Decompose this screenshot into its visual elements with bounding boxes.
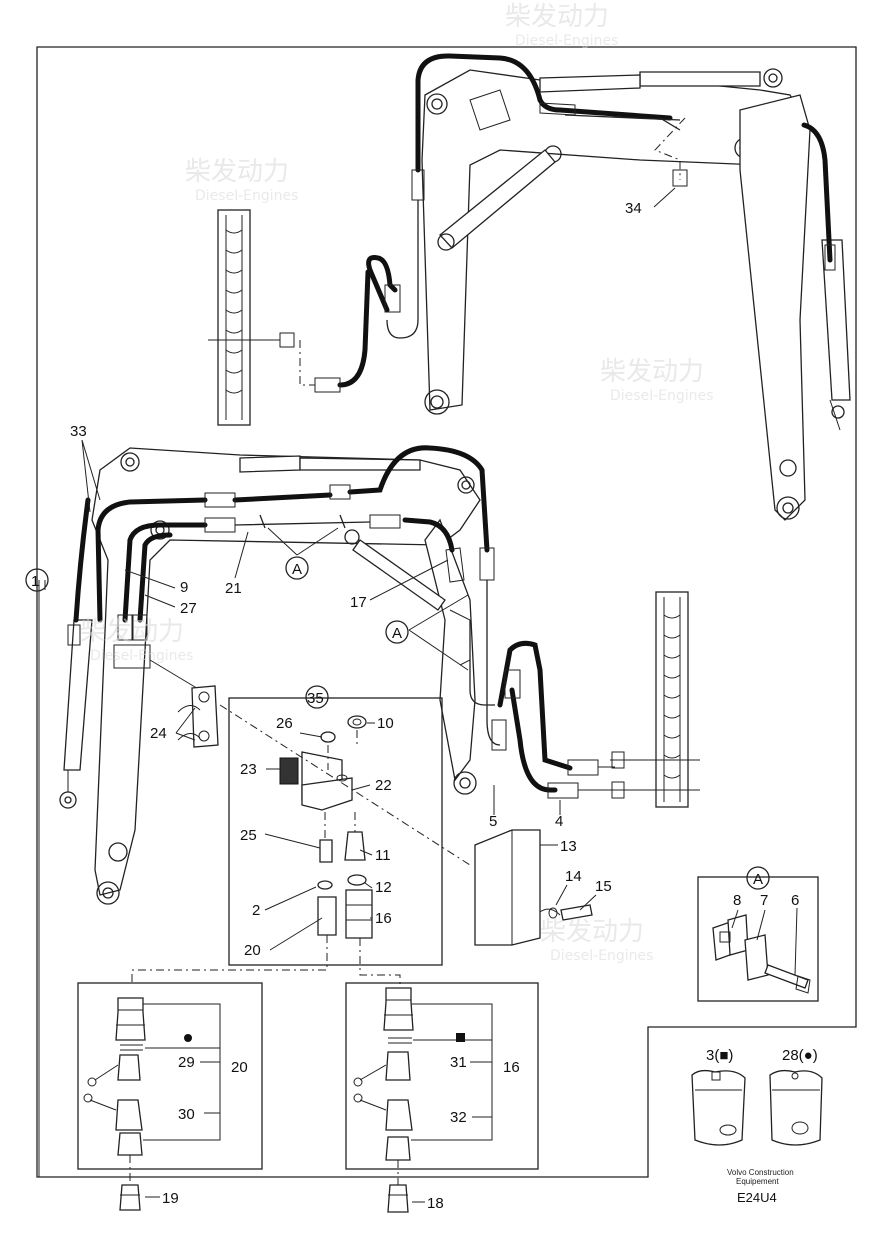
label-a1: A bbox=[292, 561, 302, 578]
brand-line-1: Volvo Construction bbox=[727, 1168, 794, 1177]
label-29: 29 bbox=[178, 1054, 195, 1071]
diagram-frame bbox=[36, 46, 857, 1178]
label-16: 16 bbox=[375, 910, 392, 927]
watermark-en-1: Diesel-Engines bbox=[515, 33, 618, 49]
detail-box-35 bbox=[131, 697, 471, 985]
label-1: 1 bbox=[31, 573, 39, 590]
label-5: 5 bbox=[489, 813, 497, 830]
label-14: 14 bbox=[565, 868, 582, 885]
label-a2: A bbox=[392, 625, 402, 642]
brand-line-2: Equipement bbox=[736, 1177, 779, 1186]
watermark-en-5: Diesel-Engines bbox=[550, 948, 653, 964]
watermark-cn-1: 柴发动力 bbox=[505, 2, 609, 32]
label-3: 3(■) bbox=[706, 1047, 733, 1064]
label-13: 13 bbox=[560, 838, 577, 855]
grease-bag-28 bbox=[769, 1069, 823, 1146]
bracket-13 bbox=[474, 829, 593, 946]
clamp-strip-upper bbox=[208, 209, 295, 426]
watermark: 柴发动力 Diesel-Engines 柴发动力 Diesel-Engines … bbox=[80, 2, 713, 964]
label-28: 28(●) bbox=[782, 1047, 818, 1064]
label-9: 9 bbox=[180, 579, 188, 596]
watermark-en-2: Diesel-Engines bbox=[195, 188, 298, 204]
label-4: 4 bbox=[555, 813, 563, 830]
lower-boom-assembly bbox=[59, 445, 625, 905]
label-15: 15 bbox=[595, 878, 612, 895]
coupling-box-right bbox=[345, 982, 539, 1213]
label-a3: A bbox=[753, 871, 763, 888]
label-25: 25 bbox=[240, 827, 257, 844]
label-27: 27 bbox=[180, 600, 197, 617]
label-12: 12 bbox=[375, 879, 392, 896]
label-7: 7 bbox=[760, 892, 768, 909]
label-23: 23 bbox=[240, 761, 257, 778]
label-17: 17 bbox=[350, 594, 367, 611]
label-11: 11 bbox=[375, 847, 391, 864]
label-24: 24 bbox=[150, 725, 167, 742]
label-8: 8 bbox=[733, 892, 741, 909]
leader-lines bbox=[38, 187, 798, 1203]
label-10: 10 bbox=[377, 715, 394, 732]
label-16b: 16 bbox=[503, 1059, 520, 1076]
label-26: 26 bbox=[276, 715, 293, 732]
label-20b: 20 bbox=[231, 1059, 248, 1076]
label-22: 22 bbox=[375, 777, 392, 794]
label-2: 2 bbox=[252, 902, 260, 919]
label-20: 20 bbox=[244, 942, 261, 959]
label-21: 21 bbox=[225, 580, 242, 597]
upper-boom-assembly bbox=[299, 53, 851, 521]
label-35: 35 bbox=[307, 690, 324, 707]
label-6: 6 bbox=[791, 892, 799, 909]
watermark-cn-4: 柴发动力 bbox=[80, 617, 184, 647]
label-32: 32 bbox=[450, 1109, 467, 1126]
drawing-code: E24U4 bbox=[737, 1190, 777, 1205]
label-31: 31 bbox=[450, 1054, 467, 1071]
watermark-cn-5: 柴发动力 bbox=[540, 917, 644, 947]
watermark-cn-3: 柴发动力 bbox=[600, 357, 704, 387]
watermark-en-3: Diesel-Engines bbox=[610, 388, 713, 404]
label-30: 30 bbox=[178, 1106, 195, 1123]
label-18: 18 bbox=[427, 1195, 444, 1212]
label-33: 33 bbox=[70, 423, 87, 440]
callout-labels: 1 2 3(■) 4 5 6 7 8 9 10 11 12 13 14 15 1… bbox=[25, 200, 818, 1212]
coupling-box-left bbox=[77, 982, 263, 1211]
clamp-strip-lower bbox=[610, 591, 700, 808]
watermark-cn-2: 柴发动力 bbox=[185, 157, 289, 187]
label-19: 19 bbox=[162, 1190, 179, 1207]
watermark-en-4: Diesel-Engines bbox=[90, 648, 193, 664]
detail-box-a bbox=[697, 876, 819, 1002]
label-34: 34 bbox=[625, 200, 642, 217]
grease-bag-3 bbox=[691, 1069, 746, 1146]
